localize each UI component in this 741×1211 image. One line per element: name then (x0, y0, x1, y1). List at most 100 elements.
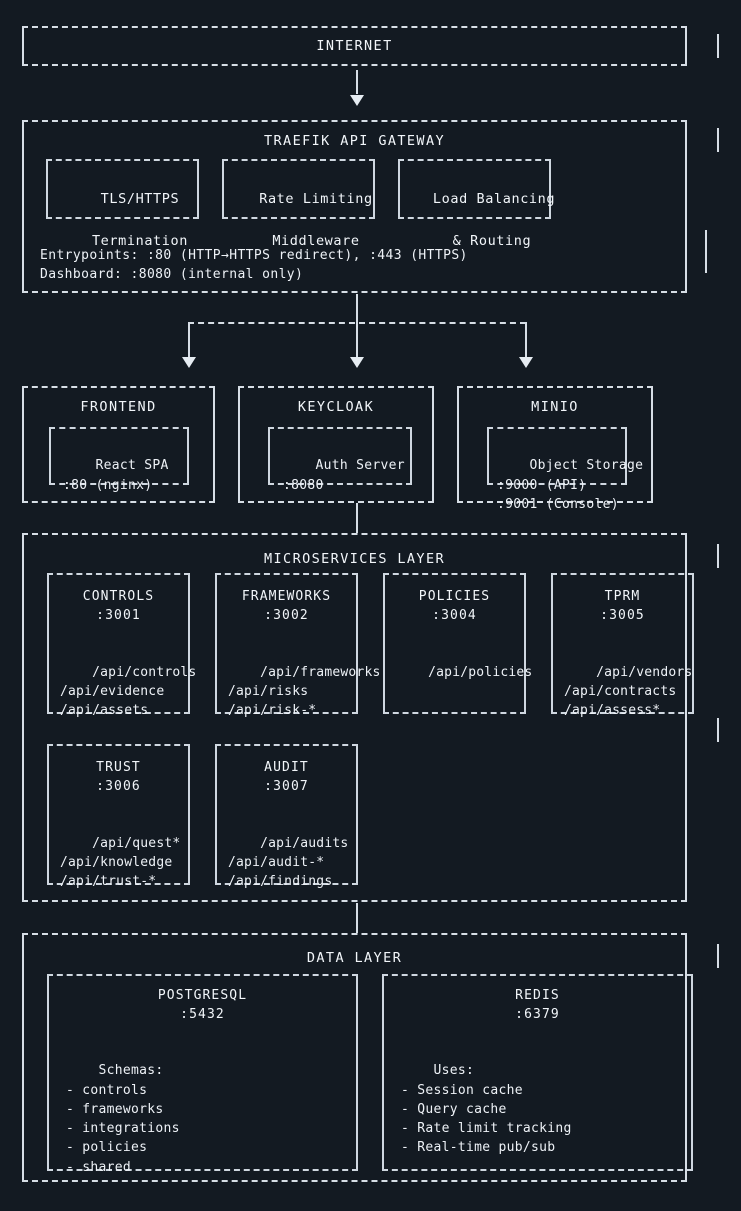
minio-detail-card (487, 427, 627, 485)
datastore-postgresql-list-title: Schemas: (98, 1063, 164, 1079)
connector-internet-gateway (356, 70, 358, 94)
service-controls-path-2: /api/evidence (60, 684, 165, 699)
service-trust-port: :3006 (96, 779, 141, 794)
service-tprm-path-1: /api/vendors (596, 665, 693, 680)
connector-fanout-right (525, 322, 527, 357)
service-card-policies (383, 573, 526, 714)
service-frameworks-port: :3002 (264, 608, 309, 623)
datastore-postgresql-item-5: - shared (66, 1159, 132, 1175)
service-tprm-port: :3005 (600, 608, 645, 623)
keycloak-label: KEYCLOAK (297, 399, 375, 415)
service-audit-path-1: /api/audits (260, 836, 349, 851)
datastore-redis-item-2: - Query cache (401, 1101, 507, 1117)
frontend-detail-line2: :80 (nginx) (63, 477, 153, 493)
internet-label: INTERNET (316, 38, 393, 54)
microservices-edge-glyph-1 (717, 544, 719, 568)
data-layer-box (22, 933, 687, 1182)
datastore-postgresql-item-1: - controls (66, 1082, 148, 1098)
service-card-controls (47, 573, 190, 714)
microservices-layer-label: MICROSERVICES LAYER (263, 551, 446, 567)
service-policies-path-1: /api/policies (428, 665, 533, 680)
service-tprm-path-2: /api/contracts (564, 684, 677, 699)
datastore-postgresql-item-2: - frameworks (66, 1101, 164, 1117)
gateway-feature-lb-line1: Load Balancing (432, 191, 556, 207)
connector-keycloak-microservices (356, 503, 358, 533)
service-trust-path-3: /api/trust-* (60, 874, 157, 889)
service-controls-path-1: /api/controls (92, 665, 197, 680)
gateway-feature-tls-line2: Termination (91, 233, 188, 249)
arrowhead-frontend (182, 357, 196, 368)
service-audit-name: AUDIT (264, 760, 309, 775)
service-controls-name: CONTROLS (82, 589, 155, 604)
frontend-box (22, 386, 215, 503)
gateway-edge-glyph-3 (705, 249, 707, 273)
minio-detail-text: Object Storage :9000 (API) :9001 (Consol… (497, 437, 643, 533)
gateway-feature-tls-text: TLS/HTTPS Termination (46, 168, 199, 273)
service-policies-name: POLICIES (418, 589, 491, 604)
microservices-layer-box (22, 533, 687, 902)
service-card-tprm (551, 573, 694, 714)
frontend-detail-card (49, 427, 189, 485)
service-controls-paths: /api/controls /api/evidence /api/assets (60, 644, 196, 739)
gateway-feature-card-tls (46, 159, 199, 219)
arrowhead-keycloak (350, 357, 364, 368)
gateway-feature-rate-limiting-text: Rate Limiting Middleware (222, 168, 375, 273)
service-frameworks-path-1: /api/frameworks (260, 665, 381, 680)
minio-detail-line3: :9001 (Console) (497, 496, 619, 512)
gateway-feature-card-rate-limiting (222, 159, 375, 219)
gateway-dashboard-note: Dashboard: :8080 (internal only) (40, 267, 304, 282)
traefik-gateway-label: TRAEFIK API GATEWAY (263, 133, 446, 149)
datastore-postgresql-list: Schemas: - controls - frameworks - integ… (66, 1042, 180, 1196)
datastore-postgresql-port: :5432 (180, 1007, 225, 1022)
service-audit-path-3: /api/findings (228, 874, 333, 889)
service-card-trust (47, 744, 190, 885)
minio-detail-line2: :9000 (API) (497, 477, 587, 493)
internet-box-edge-glyph (717, 34, 719, 58)
gateway-feature-rate-line2: Middleware (272, 233, 360, 249)
service-controls-port: :3001 (96, 608, 141, 623)
connector-gateway-trunk (356, 294, 358, 322)
service-frameworks-name: FRAMEWORKS (241, 589, 332, 604)
arrowhead-minio (519, 357, 533, 368)
service-frameworks-paths: /api/frameworks /api/risks /api/risk-* (228, 644, 381, 739)
datastore-postgresql-item-3: - integrations (66, 1121, 180, 1137)
datastore-redis-item-4: - Real-time pub/sub (401, 1140, 556, 1156)
datastore-redis-list: Uses: - Session cache - Query cache - Ra… (401, 1042, 572, 1177)
service-frameworks-path-3: /api/risk-* (228, 703, 317, 718)
service-card-frameworks (215, 573, 358, 714)
datastore-card-postgresql (47, 974, 358, 1171)
gateway-feature-load-balancing-text: Load Balancing & Routing (398, 168, 555, 273)
gateway-entrypoints-note: Entrypoints: :80 (HTTP→HTTPS redirect), … (40, 248, 468, 263)
data-layer-edge-glyph (717, 944, 719, 968)
keycloak-box (238, 386, 434, 503)
frontend-detail-text: React SPA :80 (nginx) (63, 437, 169, 514)
arrowhead-internet-gateway (350, 95, 364, 106)
frontend-detail-line1: React SPA (95, 458, 169, 474)
datastore-redis-item-3: - Rate limit tracking (401, 1121, 572, 1137)
keycloak-detail-line2: :8080 (283, 477, 324, 493)
minio-detail-line1: Object Storage (529, 458, 644, 474)
gateway-feature-lb-line2: & Routing (452, 233, 532, 249)
gateway-feature-tls-line1: TLS/HTTPS (100, 191, 180, 207)
datastore-postgresql-item-4: - policies (66, 1140, 148, 1156)
datastore-postgresql-name: POSTGRESQL (157, 988, 248, 1003)
connector-microservices-data-layer (356, 903, 358, 933)
service-card-audit (215, 744, 358, 885)
service-audit-port: :3007 (264, 779, 309, 794)
traefik-gateway-box (22, 120, 687, 293)
keycloak-detail-line1: Auth Server (315, 458, 405, 474)
service-tprm-paths: /api/vendors /api/contracts /api/assess* (564, 644, 692, 739)
service-audit-paths: /api/audits /api/audit-* /api/findings (228, 815, 348, 910)
datastore-redis-port: :6379 (515, 1007, 560, 1022)
datastore-redis-name: REDIS (515, 988, 560, 1003)
service-trust-name: TRUST (96, 760, 141, 775)
service-frameworks-path-2: /api/risks (228, 684, 309, 699)
minio-label: MINIO (531, 399, 579, 415)
connector-fanout-mid (356, 322, 358, 357)
service-controls-path-3: /api/assets (60, 703, 149, 718)
internet-box (22, 26, 687, 66)
service-tprm-path-3: /api/assess* (564, 703, 661, 718)
datastore-redis-list-title: Uses: (433, 1063, 475, 1079)
keycloak-detail-card (268, 427, 412, 485)
